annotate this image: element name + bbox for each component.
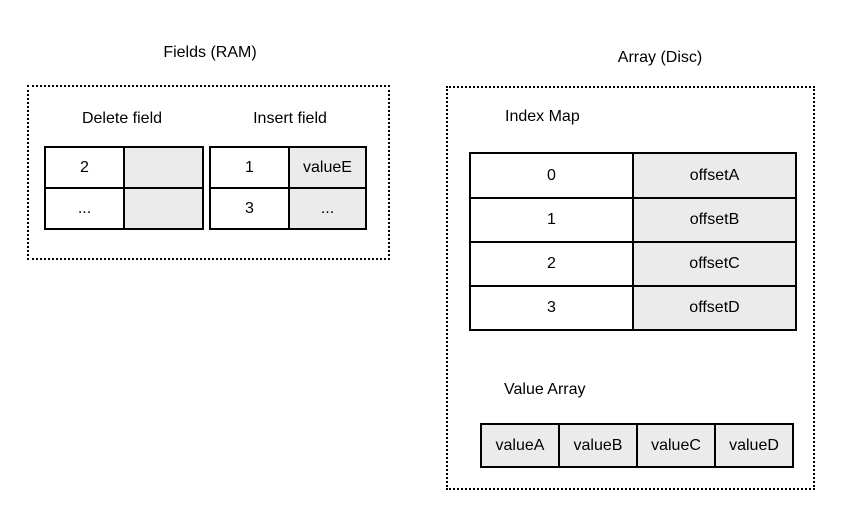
table-row: 2	[44, 146, 204, 189]
index-map-key: 1	[469, 197, 634, 243]
index-map-key: 3	[469, 285, 634, 331]
array-panel-border	[446, 86, 815, 490]
insert-field-key: 3	[209, 187, 290, 230]
value-array-cell: valueC	[636, 423, 716, 468]
index-map-offset: offsetB	[632, 197, 797, 243]
value-array-cell: valueD	[714, 423, 794, 468]
delete-field-key: 2	[44, 146, 125, 189]
delete-field-value	[123, 146, 204, 189]
value-array-cell: valueA	[480, 423, 560, 468]
table-row: valueA valueB valueC valueD	[480, 423, 794, 468]
index-map-key: 0	[469, 152, 634, 199]
fields-panel-title: Fields (RAM)	[163, 44, 257, 61]
index-map-offset: offsetA	[632, 152, 797, 199]
insert-field-key: 1	[209, 146, 290, 189]
array-panel-title: Array (Disc)	[617, 49, 703, 66]
fields-panel-border	[27, 85, 390, 260]
delete-field-label: Delete field	[81, 110, 163, 127]
table-row: ...	[44, 187, 204, 230]
value-array-label: Value Array	[504, 381, 586, 398]
table-row: 3 ...	[209, 187, 367, 230]
value-array-cell: valueB	[558, 423, 638, 468]
table-row: 1 offsetB	[469, 197, 797, 243]
table-row: 3 offsetD	[469, 285, 797, 331]
insert-field-value: valueE	[288, 146, 367, 189]
insert-field-label: Insert field	[253, 110, 327, 127]
table-row: 1 valueE	[209, 146, 367, 189]
delete-field-key: ...	[44, 187, 125, 230]
delete-field-value	[123, 187, 204, 230]
index-map-key: 2	[469, 241, 634, 287]
index-map-offset: offsetD	[632, 285, 797, 331]
value-array-table: valueA valueB valueC valueD	[480, 423, 794, 468]
delete-field-table: 2 ...	[44, 146, 204, 230]
index-map-offset: offsetC	[632, 241, 797, 287]
index-map-table: 0 offsetA 1 offsetB 2 offsetC 3 offsetD	[469, 152, 797, 331]
table-row: 0 offsetA	[469, 152, 797, 199]
index-map-label: Index Map	[505, 108, 580, 125]
insert-field-value: ...	[288, 187, 367, 230]
table-row: 2 offsetC	[469, 241, 797, 287]
insert-field-table: 1 valueE 3 ...	[209, 146, 367, 230]
